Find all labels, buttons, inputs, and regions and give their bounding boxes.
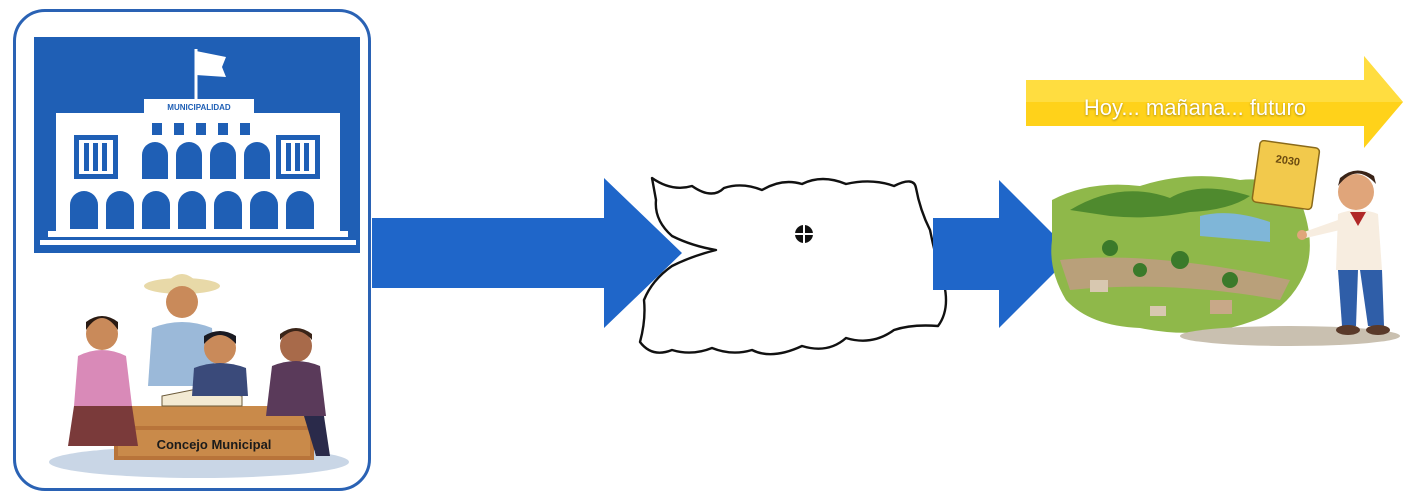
arrow-right-1 [372,178,682,328]
municipality-card: MUNICIPALIDAD [13,9,371,491]
council-sign: Concejo Municipal [157,437,272,452]
person-with-calendar-illustration: 2030 [1251,140,1390,335]
future-banner-label: Hoy... mañana... futuro [1083,95,1307,120]
landscape-illustration [1051,176,1400,346]
building-sign: MUNICIPALIDAD [167,103,231,112]
building-panel: MUNICIPALIDAD [34,37,360,253]
territory-map-icon [638,176,948,356]
calendar-year: 2030 [1275,153,1301,168]
arrow-right-2 [933,180,1073,328]
municipal-building-icon: MUNICIPALIDAD [34,37,360,253]
future-banner-arrow [1026,56,1403,148]
council-people-illustration: Concejo Municipal [49,274,349,478]
